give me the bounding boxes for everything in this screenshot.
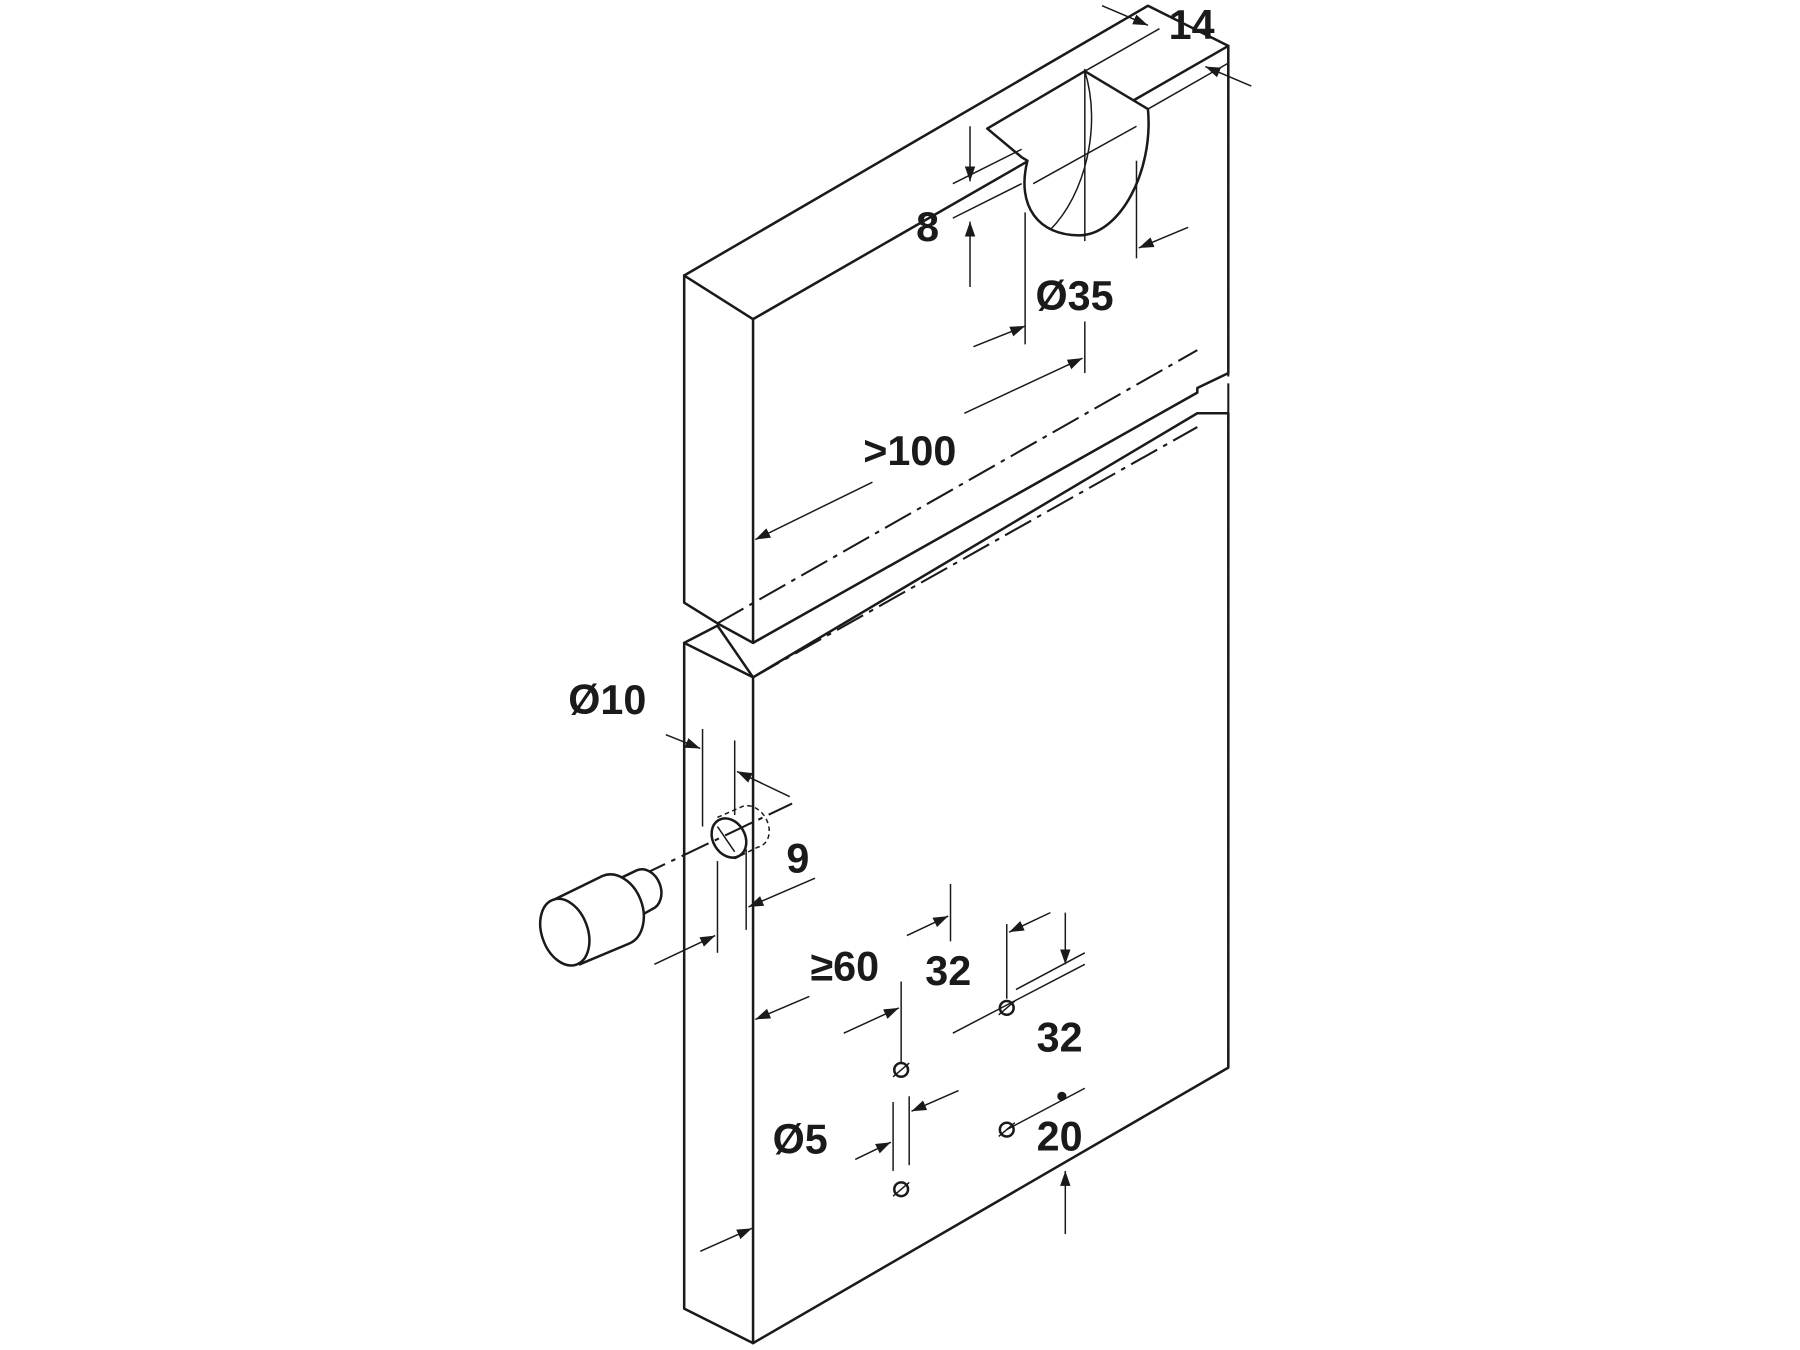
door-stop-knob xyxy=(538,802,793,967)
label-vertical-spacing: 32 xyxy=(1037,1015,1083,1061)
label-horizontal-spacing: 32 xyxy=(925,948,971,994)
label-min-distance-edge: ≥60 xyxy=(810,943,879,989)
label-screw-hole-diameter: Ø5 xyxy=(773,1117,828,1163)
label-min-distance-top: >100 xyxy=(863,428,956,474)
label-cup-diameter: Ø35 xyxy=(1035,273,1113,319)
dimension-screw-hole-diameter: Ø5 xyxy=(773,1089,959,1171)
dimension-horizontal-spacing: 32 xyxy=(906,883,1051,999)
dimension-min-distance-top: >100 xyxy=(755,321,1086,541)
dimension-stop-hole-diameter: Ø10 xyxy=(568,677,791,827)
dimension-8: 8 xyxy=(916,126,1023,287)
dimension-14: 14 xyxy=(1084,2,1252,110)
hinge-cup-hole xyxy=(985,68,1150,242)
label-stop-hole-diameter: Ø10 xyxy=(568,677,646,723)
dimension-screw-hole-offset: 20 xyxy=(699,1087,1086,1252)
break-lines xyxy=(716,45,1230,1068)
label-cup-depth: 8 xyxy=(916,204,939,250)
dimension-cup-diameter: Ø35 xyxy=(973,160,1189,348)
label-edge-distance: 14 xyxy=(1169,2,1215,48)
screw-holes xyxy=(892,999,1067,1198)
dimension-min-distance-edge: ≥60 xyxy=(755,943,902,1062)
label-screw-hole-offset: 20 xyxy=(1037,1113,1083,1159)
dimension-vertical-spacing: 32 xyxy=(952,912,1086,1061)
label-stop-hole-depth: 9 xyxy=(786,835,809,881)
dimension-stop-hole-depth: 9 xyxy=(654,835,816,965)
